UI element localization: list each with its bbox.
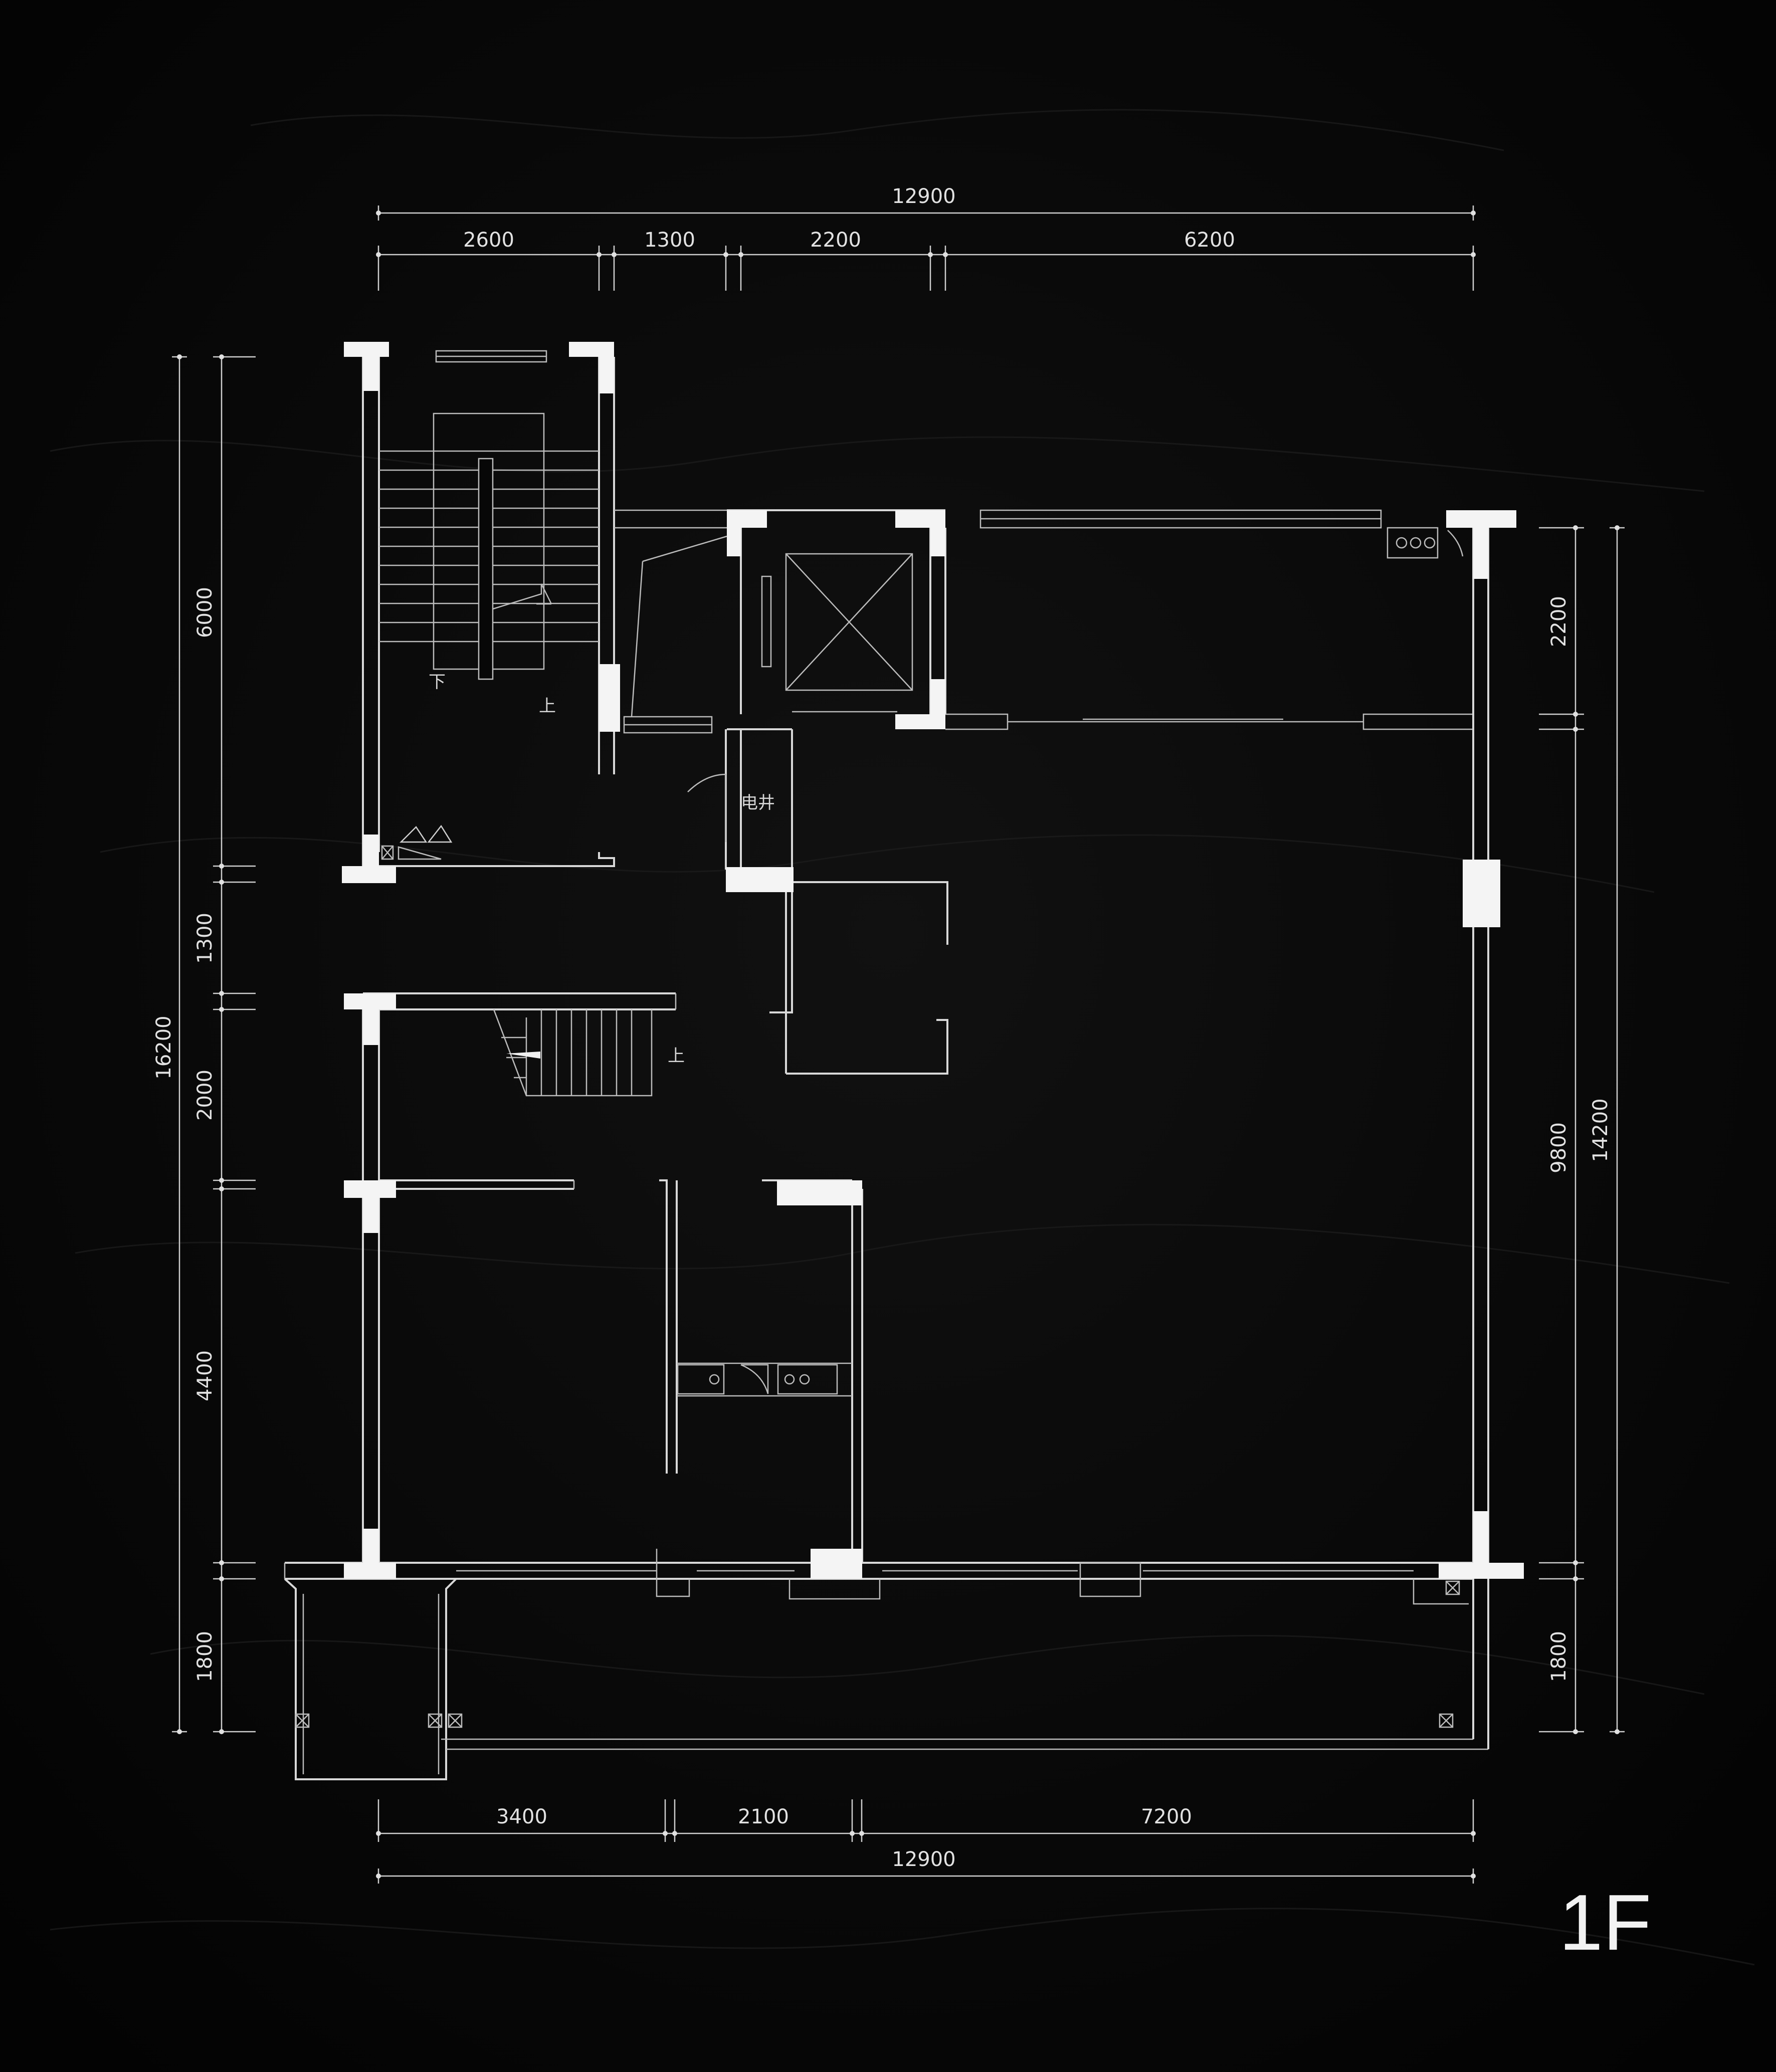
room-labels: 电井 下 上 上 [429,672,775,1066]
dimension-labels: 12900 2600 1300 2200 6200 3400 2100 7200… [152,185,1612,1871]
dim-right-seg-2: 9800 [1547,1122,1570,1173]
stair-label-up-2: 上 [668,1046,685,1066]
walls [284,350,1489,1780]
dim-right-seg-1: 2200 [1547,596,1570,647]
dimension-lines [172,205,1625,1884]
dim-bottom-total: 12900 [892,1848,955,1871]
stair-label-up-1: 上 [539,696,556,716]
room-label-electrical-shaft: 电井 [741,793,775,813]
structural-columns [342,342,1524,1579]
dim-top-seg-4: 6200 [1184,229,1235,252]
background-texture [50,109,1755,1966]
dim-top-total: 12900 [892,185,955,208]
dim-bottom-seg-2: 2100 [738,1805,789,1828]
dim-left-seg-3: 2000 [193,1070,217,1121]
dim-right-seg-3: 1800 [1547,1631,1570,1682]
dim-top-seg-1: 2600 [463,229,514,252]
floor-label: 1F [1559,1879,1651,1967]
dim-left-seg-2: 1300 [193,913,217,964]
dim-left-seg-5: 1800 [193,1631,217,1682]
dim-top-seg-2: 1300 [644,229,695,252]
dim-left-total: 16200 [152,1015,175,1079]
dim-bottom-seg-3: 7200 [1141,1805,1192,1828]
stair-label-down: 下 [429,672,446,692]
lower-stair [493,1009,653,1097]
dim-left-seg-4: 4400 [193,1350,217,1401]
dim-top-seg-3: 2200 [810,229,861,252]
dim-right-total: 14200 [1589,1098,1612,1162]
dim-left-seg-1: 6000 [193,587,217,638]
dim-bottom-seg-1: 3400 [496,1805,547,1828]
upper-stair [379,412,599,680]
